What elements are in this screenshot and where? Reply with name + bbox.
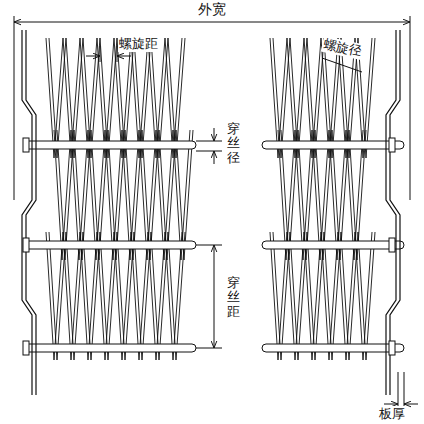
- dimension-label-vertical: 穿丝径: [226, 122, 241, 165]
- spiral-coil: [117, 232, 134, 360]
- spiral-coil: [134, 232, 151, 360]
- spiral-coil: [355, 232, 372, 360]
- spiral-coil: [290, 232, 307, 360]
- cross-rod: [262, 141, 404, 149]
- spiral-coil: [46, 232, 63, 360]
- spiral-coil: [287, 232, 304, 360]
- spiral-coil: [151, 232, 168, 360]
- cross-rod: [24, 344, 196, 352]
- spiral-coil: [270, 232, 287, 360]
- spiral-coil: [304, 232, 321, 360]
- dimension-label: 外宽: [197, 1, 227, 18]
- rod-head: [389, 138, 395, 152]
- cross-rod: [262, 241, 404, 249]
- spiral-coil: [148, 232, 165, 360]
- spiral-coil: [341, 232, 358, 360]
- side-plate: [386, 30, 396, 395]
- spiral-coil: [80, 232, 97, 360]
- spiral-coil: [131, 232, 148, 360]
- dimension-label: 板厚: [378, 406, 406, 422]
- spiral-coil: [100, 232, 117, 360]
- spiral-coil: [97, 232, 114, 360]
- spiral-coil: [358, 232, 375, 360]
- side-plate: [390, 30, 400, 395]
- rod-head: [389, 238, 395, 252]
- spiral-coil: [83, 232, 100, 360]
- cross-rod: [262, 344, 404, 352]
- dimension-label-vertical: 穿丝距: [226, 276, 241, 319]
- spiral-coil: [165, 232, 182, 360]
- spiral-coil: [321, 232, 338, 360]
- spiral-coil: [338, 232, 355, 360]
- spiral-coil: [273, 232, 290, 360]
- rod-head: [23, 138, 29, 152]
- spiral-coil: [66, 232, 83, 360]
- spiral-coil: [49, 232, 66, 360]
- spiral-coil: [307, 232, 324, 360]
- spiral-coil: [324, 232, 341, 360]
- side-plate: [26, 30, 36, 395]
- cross-rod: [24, 141, 196, 149]
- rod-head: [23, 238, 29, 252]
- cross-rod: [24, 241, 196, 249]
- spiral-coil: [63, 232, 80, 360]
- dimension-label: 螺旋距: [118, 36, 159, 52]
- spiral-coil: [168, 232, 185, 360]
- rod-head: [23, 341, 29, 355]
- rod-head: [389, 341, 395, 355]
- spiral-coil: [114, 232, 131, 360]
